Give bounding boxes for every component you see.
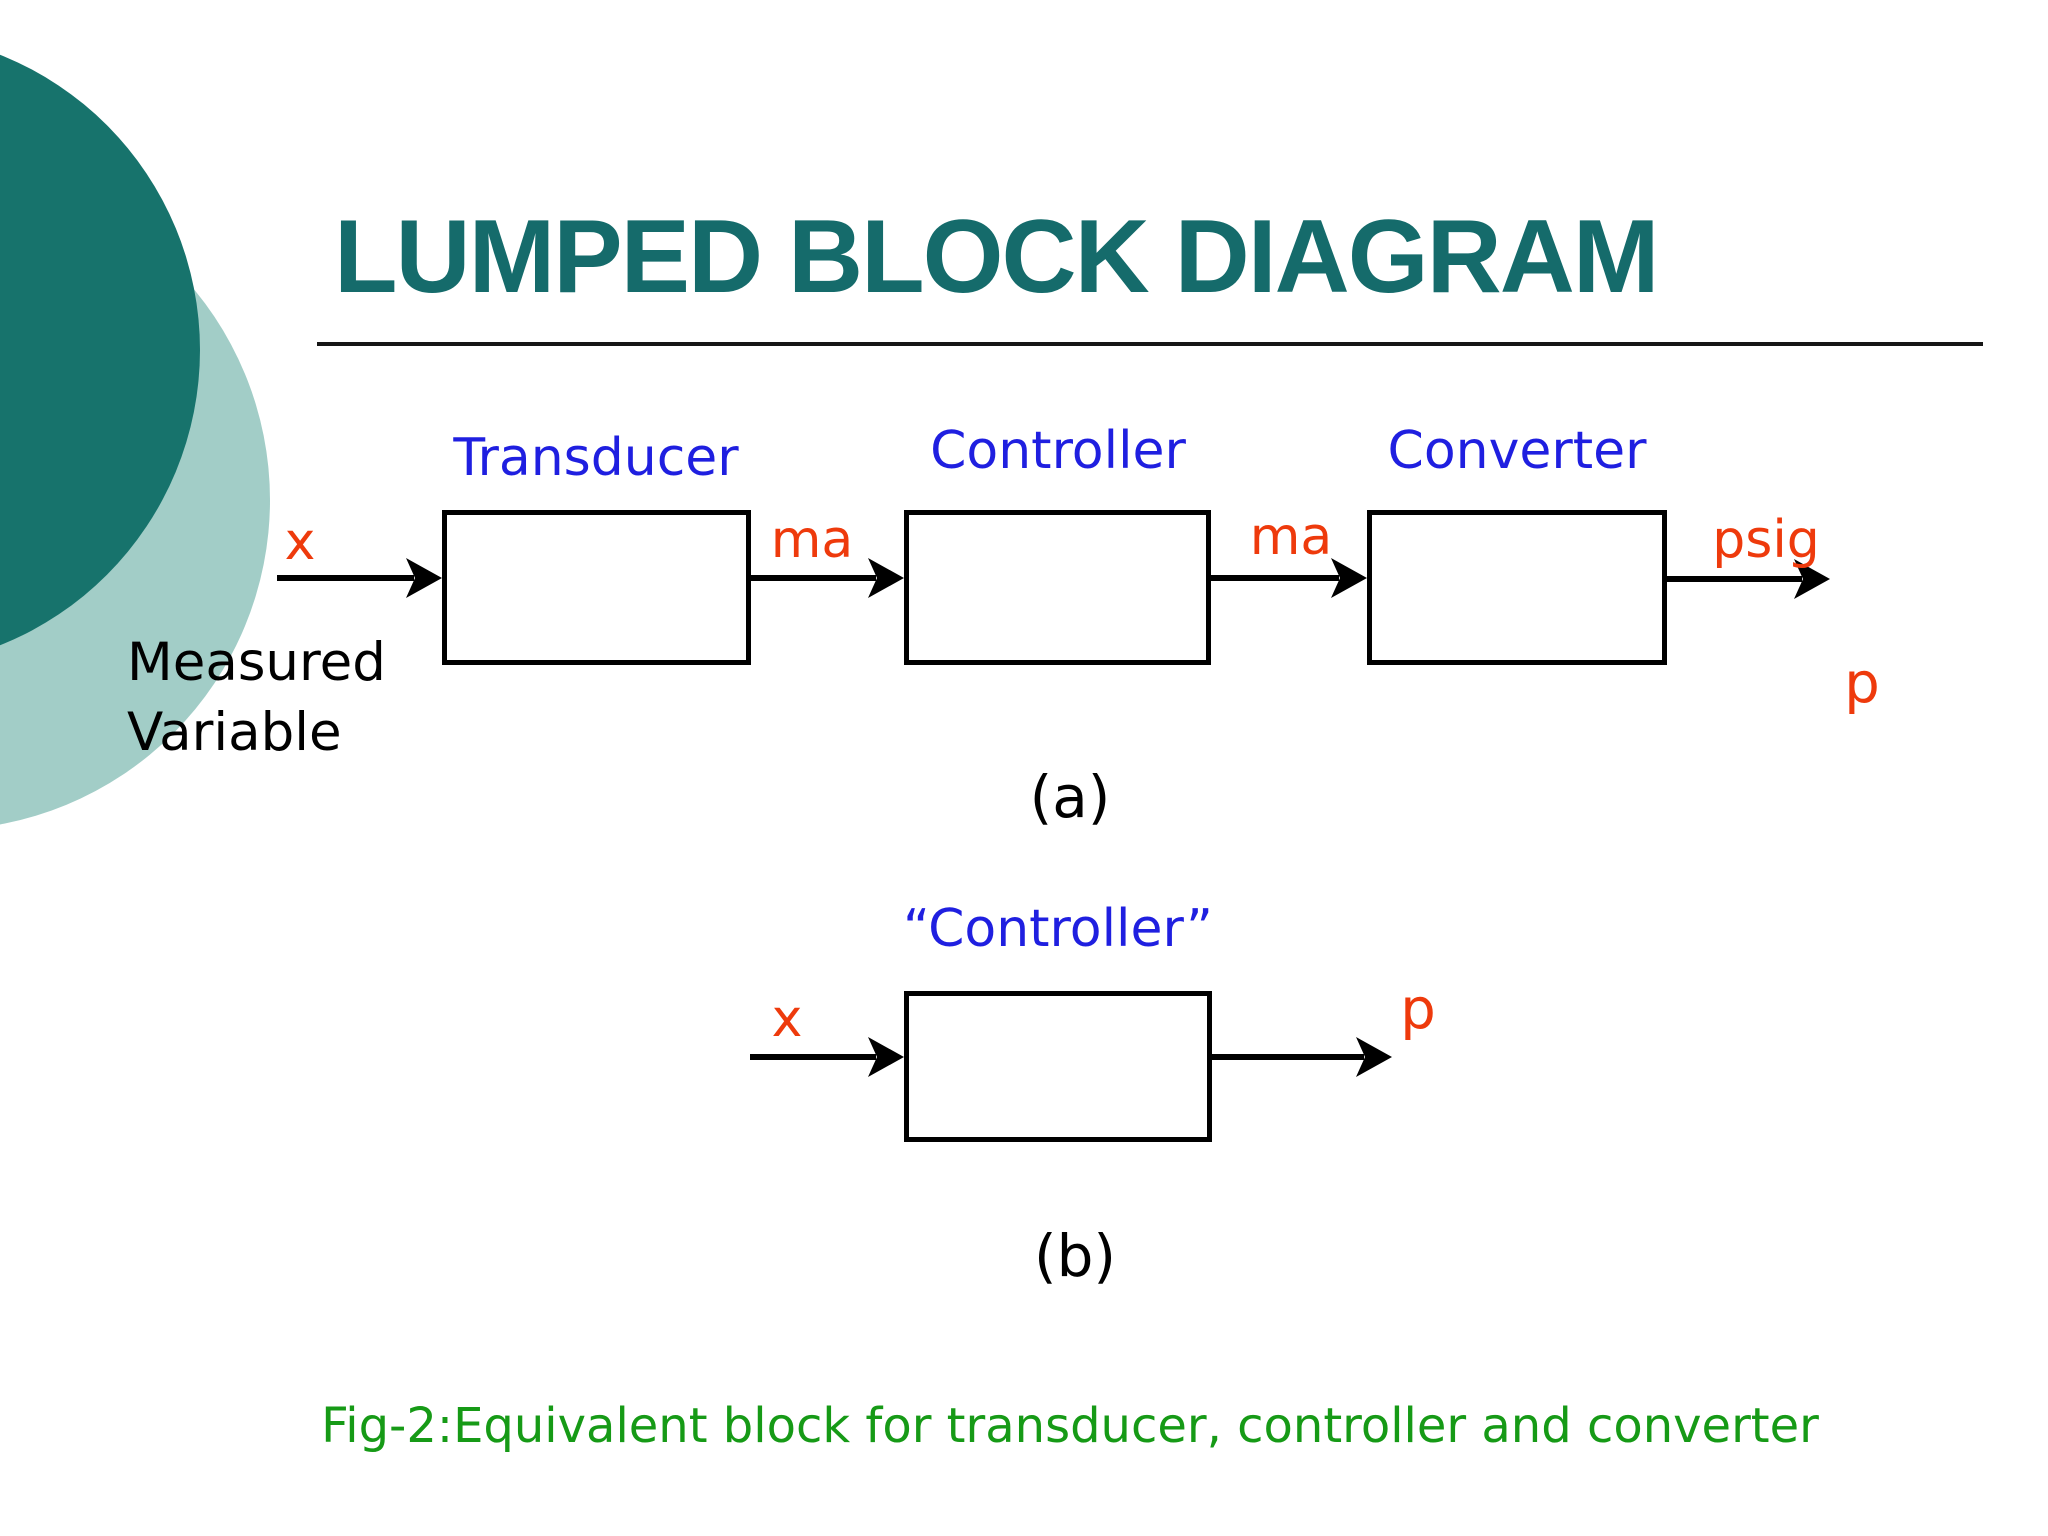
signal-psig-label: psig: [1712, 510, 1820, 570]
signal-ma-label-1: ma: [770, 510, 854, 570]
figure-caption: Fig-2:Equivalent block for transducer, c…: [321, 1398, 1819, 1454]
signal-p-label-a: p: [1844, 651, 1880, 717]
signal-x-label-a: x: [284, 512, 316, 572]
controller-block-label: Controller: [930, 421, 1186, 481]
transducer-block: [442, 510, 751, 665]
controller-block: [904, 510, 1211, 665]
output-arrow-b: [1212, 1037, 1392, 1077]
signal-ma-label-2: ma: [1249, 507, 1333, 567]
transducer-to-controller-arrow: [751, 558, 904, 598]
input-arrow-b: [750, 1037, 904, 1077]
slide-title: LUMPED BLOCK DIAGRAM: [334, 199, 1659, 315]
controller-to-converter-arrow: [1211, 558, 1367, 598]
signal-x-label-b: x: [771, 989, 803, 1049]
signal-p-label-b: p: [1400, 977, 1436, 1043]
diagram-b-caption: (b): [1033, 1222, 1117, 1290]
converter-block: [1367, 510, 1667, 665]
title-underline-rule: [317, 342, 1983, 346]
output-arrow-a: [1667, 559, 1830, 599]
equivalent-controller-block-label: “Controller”: [903, 899, 1213, 959]
measured-variable-line1: Measured: [127, 632, 386, 693]
diagram-a-caption: (a): [1029, 763, 1111, 831]
equivalent-controller-block: [904, 991, 1212, 1142]
converter-block-label: Converter: [1387, 421, 1647, 481]
input-arrow-a: [277, 558, 442, 598]
measured-variable-annotation: Measured Variable: [127, 628, 386, 768]
transducer-block-label: Transducer: [453, 428, 739, 488]
measured-variable-line2: Variable: [127, 701, 342, 763]
